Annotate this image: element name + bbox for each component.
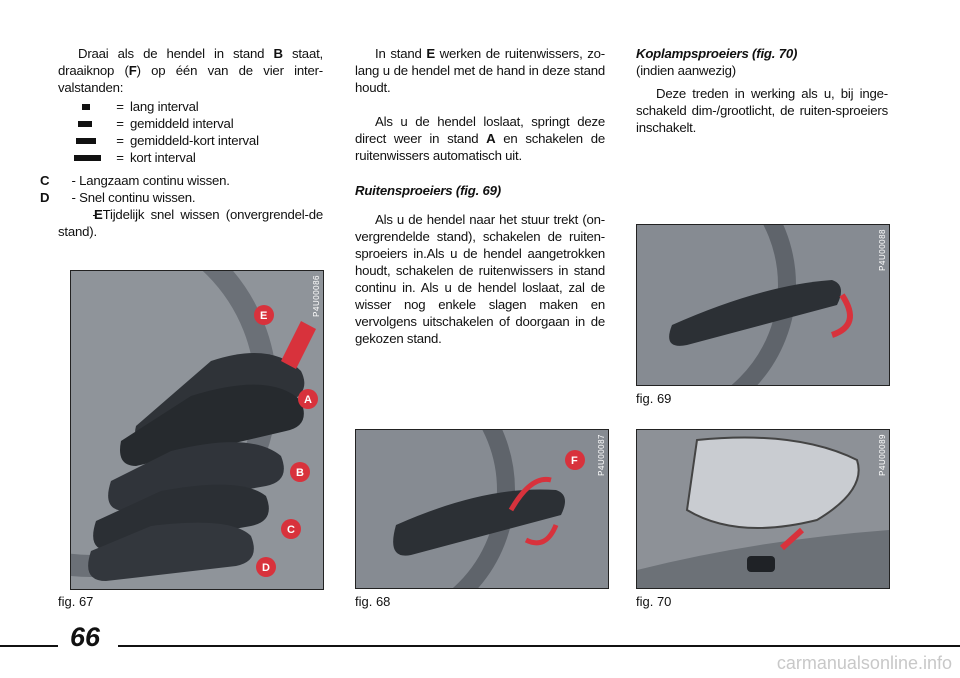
- subheading-optional: (indien aanwezig): [636, 63, 736, 78]
- figure-70-caption: fig. 70: [636, 594, 672, 609]
- figure-70-image: P4U00089: [636, 429, 890, 589]
- label-a-badge: A: [298, 389, 318, 409]
- figure-67-caption: fig. 67: [58, 594, 94, 609]
- list-item: =gemiddeld interval: [74, 115, 323, 132]
- option-d: D - Snel continu wissen.: [40, 190, 196, 205]
- footer-rule-left: [0, 645, 58, 647]
- figure-code: P4U00089: [878, 434, 887, 476]
- watermark-footer: carmanualsonline.info: [776, 653, 952, 673]
- figure-69-caption: fig. 69: [636, 391, 672, 406]
- column-1: Draai als de hendel in stand B staat, dr…: [40, 45, 324, 240]
- list-item: =kort interval: [74, 149, 323, 166]
- svg-text:A: A: [304, 394, 312, 406]
- label-c-badge: C: [281, 519, 301, 539]
- interval-list: =lang interval =gemiddeld interval =gemi…: [74, 98, 323, 166]
- paragraph-stand-e: In stand E werken de ruitenwissers, zo-l…: [355, 46, 605, 95]
- option-c: C - Langzaam continu wissen.: [40, 173, 230, 188]
- svg-text:B: B: [296, 467, 304, 479]
- stalk-pull-illustration: F: [393, 430, 585, 588]
- heading-koplampsproeiers: Koplampsproeiers (fig. 70): [636, 46, 798, 61]
- footer-rule-right: [118, 645, 960, 647]
- figure-69-image: P4U00088: [636, 224, 890, 386]
- figure-67-image: E A B C D P4U00086: [70, 270, 324, 590]
- stalk-rotate-illustration: [669, 225, 853, 385]
- paragraph-ruitensproeiers: Als u de hendel naar het stuur trekt (on…: [355, 212, 605, 346]
- figure-code: P4U00087: [597, 434, 606, 476]
- page-number: 66: [70, 622, 101, 652]
- svg-text:D: D: [262, 562, 270, 574]
- list-item: =lang interval: [74, 98, 323, 115]
- figure-code: P4U00088: [878, 229, 887, 271]
- label-d-badge: D: [256, 557, 276, 577]
- column-3: Koplampsproeiers (fig. 70) (indien aanwe…: [636, 45, 888, 136]
- label-e-badge: E: [254, 305, 274, 325]
- headlamp-washer-illustration: [637, 436, 889, 588]
- svg-text:E: E: [260, 310, 267, 322]
- steering-column-stalk-illustration: E A B C D: [71, 271, 318, 581]
- figure-68-image: F P4U00087: [355, 429, 609, 589]
- intro-paragraph: Draai als de hendel in stand B staat, dr…: [58, 46, 324, 95]
- paragraph-koplampsproeiers: Deze treden in werking als u, bij inge-s…: [636, 86, 888, 135]
- svg-text:C: C: [287, 524, 295, 536]
- list-item: =gemiddeld-kort interval: [74, 132, 323, 149]
- label-b-badge: B: [290, 462, 310, 482]
- heading-ruitensproeiers: Ruitensproeiers (fig. 69): [355, 183, 501, 198]
- figure-68-caption: fig. 68: [355, 594, 391, 609]
- paragraph-release: Als u de hendel loslaat, springt deze di…: [355, 114, 605, 163]
- svg-text:F: F: [571, 455, 578, 467]
- option-e: E - Tijdelijk snel wissen (onvergrendel-…: [58, 207, 323, 239]
- label-f-badge: F: [565, 450, 585, 470]
- figure-code: P4U00086: [312, 275, 321, 317]
- column-2: In stand E werken de ruitenwissers, zo-l…: [355, 45, 605, 347]
